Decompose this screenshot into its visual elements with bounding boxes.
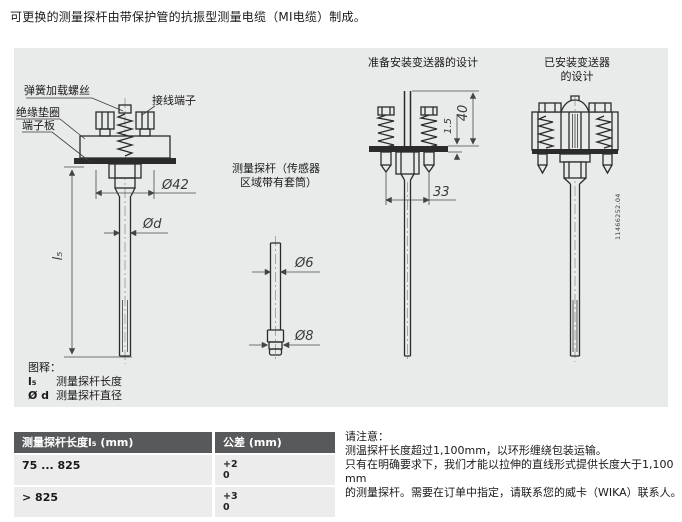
table-cell-length: 75 ... 825 [14, 455, 212, 485]
table-header-tolerance: 公差 (mm) [215, 432, 335, 453]
prepared-drawing-title: 准备安装变送器的设计 [368, 56, 478, 69]
diagram-panel: Ø42 Ød l₅ Ø6 Ø8 [14, 48, 668, 407]
installed-drawing-title-line1: 已安装变送器 [544, 56, 610, 69]
notes-heading: 请注意： [345, 430, 389, 443]
legend-symbol-diameter: Ø d [28, 389, 50, 402]
tolerance-plus: +3 [223, 491, 238, 502]
legend: 图释： l₅ 测量探杆长度 Ø d 测量探杆直径 [28, 361, 122, 402]
notes-line: 的测量探杆。需要在订单中指定，请联系您的威卡（WIKA）联系人。 [345, 486, 682, 499]
tolerance-table: 测量探杆长度l₅ (mm) 公差 (mm) 75 ... 825 +2 0 > … [14, 432, 335, 517]
legend-item: l₅ 测量探杆长度 [28, 375, 122, 388]
installed-drawing-title-line2: 的设计 [560, 70, 594, 83]
legend-text-length: 测量探杆长度 [56, 375, 122, 388]
dim-diameter-42: Ø42 [161, 178, 189, 193]
label-insulating-washer: 绝缘垫圈 [16, 106, 60, 119]
dim-diameter-d: Ød [142, 217, 162, 232]
label-spring-loaded-screw: 弹簧加载螺丝 [24, 84, 90, 97]
prepared-transmitter-drawing: 1.5 40 33 [369, 90, 479, 362]
notes-line: 测温探杆长度超过1,100mm，以环形缠绕包装运输。 [345, 444, 607, 457]
middle-probe-caption-line1: 测量探杆（传感器 [232, 162, 320, 175]
tolerance-zero: 0 [223, 502, 230, 513]
dim-plate-thickness: 1.5 [443, 118, 454, 134]
legend-heading: 图释： [28, 361, 61, 374]
document-number: 11466252.04 [614, 193, 622, 240]
middle-probe-caption-line2: 区域带有套筒） [240, 176, 317, 189]
table-row: 75 ... 825 +2 0 [14, 455, 335, 485]
intro-text: 可更换的测量探杆由带保护管的抗振型测量电缆（MI电缆）制成。 [10, 10, 366, 24]
table-row: > 825 +3 0 [14, 487, 335, 517]
middle-probe-drawing: Ø6 Ø8 [249, 236, 320, 362]
label-terminal: 接线端子 [152, 94, 196, 107]
tolerance-zero: 0 [223, 470, 230, 481]
left-probe-drawing: Ø42 Ød l₅ [16, 97, 196, 364]
table-cell-length: > 825 [14, 487, 212, 517]
legend-symbol-l5: l₅ [28, 375, 37, 388]
table-header-row: 测量探杆长度l₅ (mm) 公差 (mm) [14, 432, 335, 453]
label-terminal-board: 端子板 [22, 119, 55, 132]
legend-item: Ø d 测量探杆直径 [28, 389, 122, 402]
tolerance-plus: +2 [223, 459, 238, 470]
table-header-length: 测量探杆长度l₅ (mm) [14, 432, 212, 453]
installed-drawing-title: 已安装变送器 的设计 [521, 56, 633, 84]
notes-block: 请注意： 测温探杆长度超过1,100mm，以环形缠绕包装运输。 只有在明确要求下… [345, 430, 682, 500]
technical-drawing: Ø42 Ød l₅ Ø6 Ø8 [16, 90, 619, 364]
table-cell-tolerance: +3 0 [215, 487, 335, 517]
dim-diameter-6: Ø6 [294, 256, 314, 271]
dim-height-40: 40 [456, 105, 471, 122]
middle-probe-caption: 测量探杆（传感器 区域带有套筒） [232, 162, 320, 190]
notes-line: 只有在明确要求下，我们才能以拉伸的直线形式提供长度大于1,100 mm [345, 458, 674, 485]
dim-width-33: 33 [433, 185, 450, 200]
table-cell-tolerance: +2 0 [215, 455, 335, 485]
installed-transmitter-drawing [531, 95, 619, 362]
legend-text-diameter: 测量探杆直径 [56, 389, 122, 402]
dim-diameter-8: Ø8 [294, 329, 314, 344]
dim-length-l5: l₅ [51, 252, 66, 261]
